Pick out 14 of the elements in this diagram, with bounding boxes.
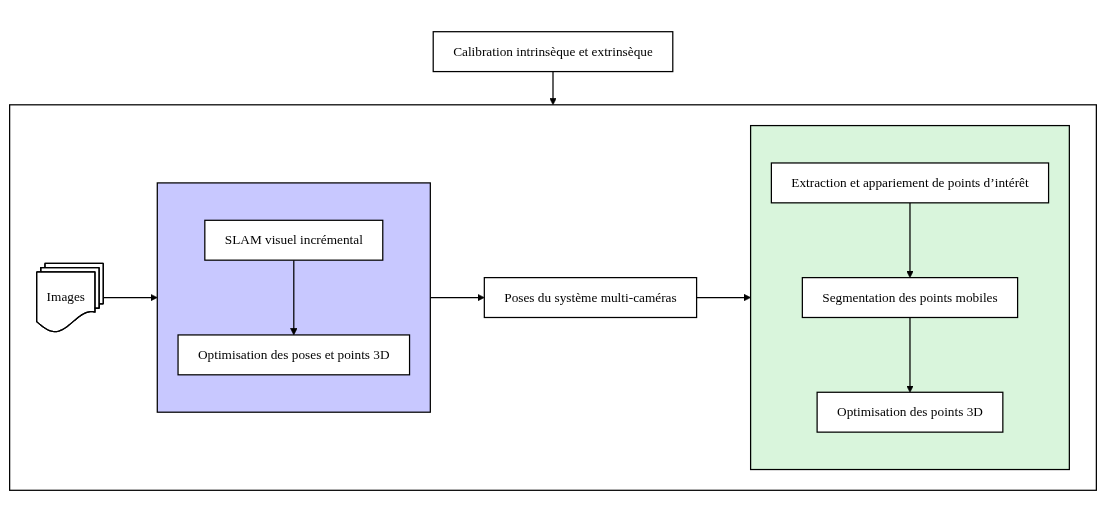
arrow xyxy=(905,201,914,278)
cluster xyxy=(749,124,1070,470)
node-box: Extraction et appariement de points d’intérêt xyxy=(770,161,1049,203)
node-box: Calibration intrinsèque et extrinsèque xyxy=(432,30,673,72)
arrow xyxy=(289,259,297,335)
arrow xyxy=(548,70,557,105)
node-box: Optimisation des points 3D xyxy=(816,391,1003,433)
arrow xyxy=(905,316,914,393)
node-box: Segmentation des points mobiles xyxy=(801,276,1018,318)
node-box: Optimisation des poses et points 3D xyxy=(176,333,410,375)
node-box: SLAM visuel incrémental xyxy=(203,219,383,261)
cluster xyxy=(8,103,1097,491)
node-box: Poses du système multi-caméras xyxy=(483,276,697,318)
cluster xyxy=(156,181,431,413)
